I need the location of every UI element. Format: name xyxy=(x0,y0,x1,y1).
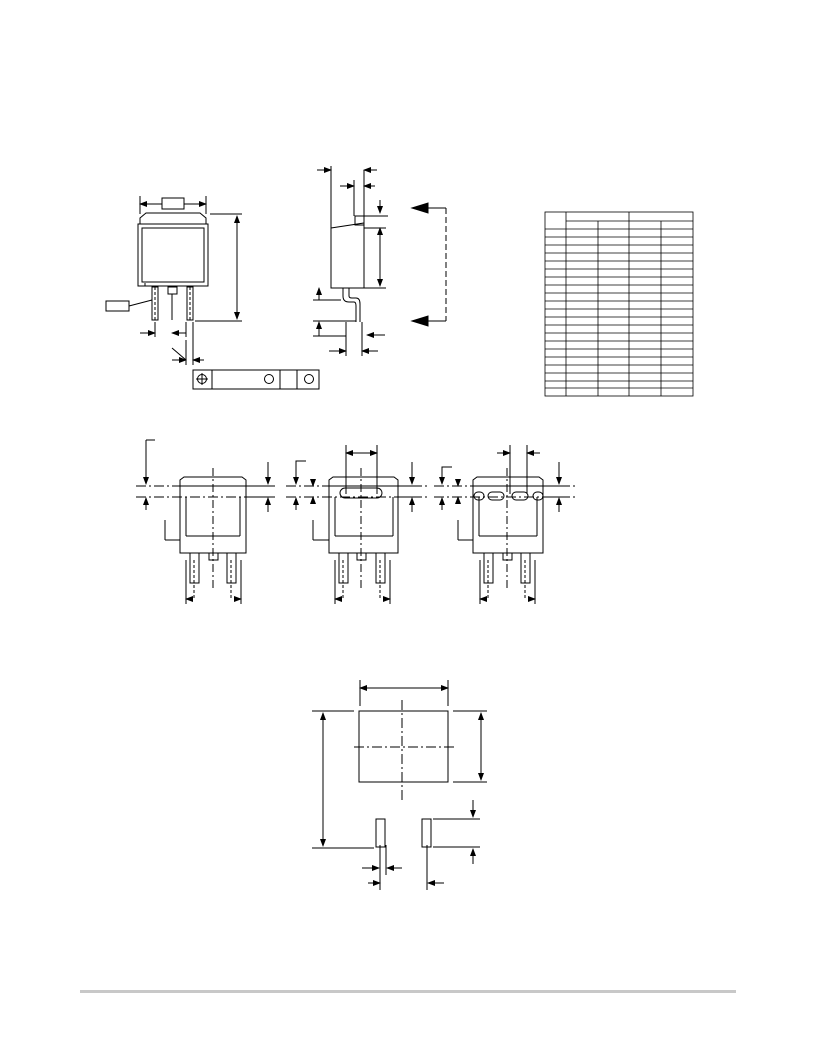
footer-rule xyxy=(80,990,736,993)
side-view xyxy=(313,166,388,356)
datum-box-top xyxy=(161,197,185,210)
datum-box-left xyxy=(105,300,130,312)
top-view xyxy=(105,196,242,365)
mmc-circle-icon-2 xyxy=(304,374,314,384)
heatsink-variant-a xyxy=(136,439,275,604)
heatsink-variant-b xyxy=(286,445,430,604)
dimension-table xyxy=(544,211,694,397)
heatsink-variant-c xyxy=(434,445,575,604)
mmc-circle-icon xyxy=(264,374,274,384)
solder-footprint xyxy=(312,680,487,890)
feature-control-frame xyxy=(192,369,320,390)
datum-arrows xyxy=(410,202,447,327)
